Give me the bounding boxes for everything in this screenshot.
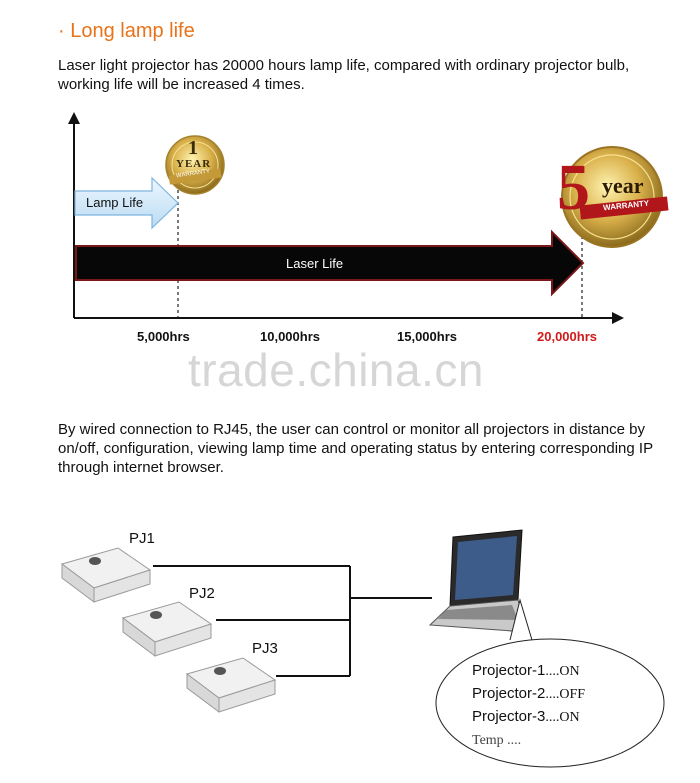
status-line-3: Projector-3....ON [472, 708, 580, 726]
tick-15000: 15,000hrs [397, 329, 457, 344]
five-year-number: 5 [557, 151, 590, 224]
status-callout [435, 638, 665, 768]
temp-line: Temp .... [472, 733, 522, 748]
pj2-label: PJ2 [189, 585, 215, 602]
status-name-2: Projector-2 [472, 685, 546, 702]
five-year-word: year [602, 173, 644, 198]
callout-pointer [509, 598, 536, 651]
tick-20000: 20,000hrs [537, 329, 597, 344]
lamp-life-label: Lamp Life [86, 195, 144, 210]
five-year-warranty-badge [561, 146, 669, 248]
status-value-1: ....ON [545, 664, 580, 679]
section-heading: · Long lamp life [58, 20, 195, 42]
pj1-label: PJ1 [129, 530, 155, 547]
watermark: trade.china.cn [188, 344, 484, 396]
status-name-3: Projector-3 [472, 708, 546, 725]
tick-5000: 5,000hrs [137, 329, 190, 344]
network-paragraph: By wired connection to RJ45, the user ca… [58, 421, 653, 476]
y-axis-arrowhead [68, 112, 80, 124]
status-name-1: Projector-1 [472, 662, 546, 679]
one-year-number: 1 [188, 137, 198, 159]
status-value-2: ....OFF [545, 687, 586, 702]
laptop-icon [428, 529, 527, 633]
intro-paragraph: Laser light projector has 20000 hours la… [58, 57, 630, 93]
projector-1-icon [60, 547, 152, 603]
laser-life-label: Laser Life [286, 256, 344, 271]
one-year-word: YEAR [176, 158, 212, 170]
status-line-2: Projector-2....OFF [472, 685, 585, 703]
pj3-label: PJ3 [252, 640, 278, 657]
lamp-life-arrow [74, 176, 179, 230]
x-axis-arrowhead [612, 312, 624, 324]
status-line-1: Projector-1....ON [472, 662, 580, 680]
network-wires [153, 565, 432, 677]
laser-life-arrow [75, 229, 585, 297]
projector-3-icon [185, 657, 277, 713]
one-year-warranty-badge [165, 135, 225, 195]
status-value-3: ....ON [545, 710, 580, 725]
tick-10000: 10,000hrs [260, 329, 320, 344]
projector-2-icon [121, 601, 213, 657]
